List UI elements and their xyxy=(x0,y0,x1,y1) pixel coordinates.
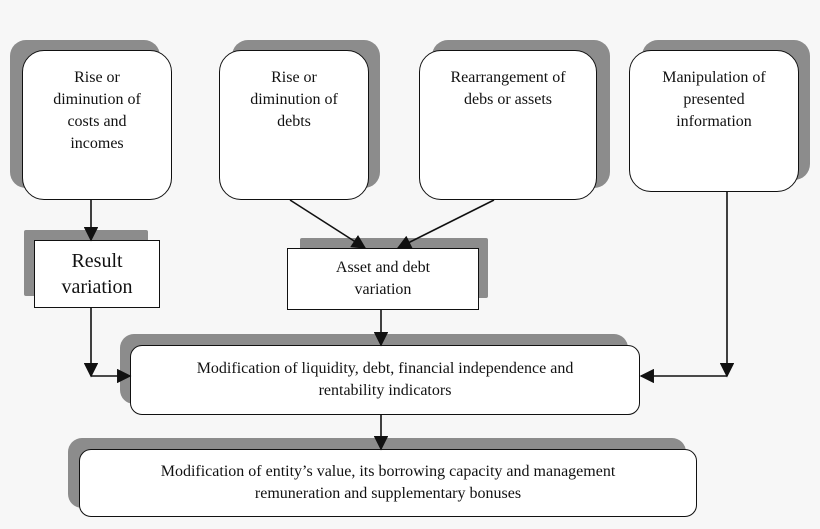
box-debts-label: Rise or diminution of debts xyxy=(250,69,338,130)
box-result-variation: Result variation xyxy=(34,240,160,308)
box-modification-indicators: Modification of liquidity, debt, financi… xyxy=(130,345,640,415)
box-asset-debt-variation-label: Asset and debt variation xyxy=(335,259,431,298)
box-modification-indicators-label: Modification of liquidity, debt, financi… xyxy=(196,360,574,399)
box-manipulation-label: Manipulation of presented information xyxy=(662,69,766,130)
box-costs-incomes-label: Rise or diminution of costs and incomes xyxy=(53,69,141,152)
box-debts: Rise or diminution of debts xyxy=(219,50,369,200)
arrow-debts-to-asset-debt xyxy=(289,199,367,249)
box-result-variation-label: Result variation xyxy=(61,250,133,298)
box-manipulation: Manipulation of presented information xyxy=(629,50,799,192)
box-rearrangement-label: Rearrangement of debs or assets xyxy=(450,69,566,108)
box-asset-debt-variation: Asset and debt variation xyxy=(287,248,479,310)
box-modification-value: Modification of entity’s value, its borr… xyxy=(79,449,697,517)
box-rearrangement: Rearrangement of debs or assets xyxy=(419,50,597,200)
arrow-rearrangement-to-asset-debt xyxy=(396,199,495,249)
box-modification-value-label: Modification of entity’s value, its borr… xyxy=(160,463,616,502)
box-costs-incomes: Rise or diminution of costs and incomes xyxy=(22,50,172,200)
